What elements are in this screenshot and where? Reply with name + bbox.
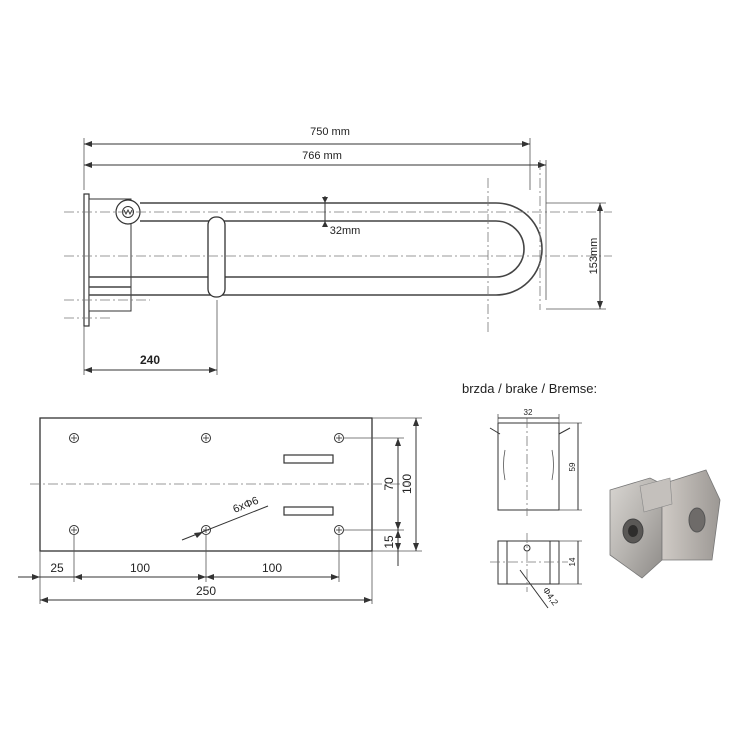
mounting-plate-view: 6xΦ6 25 100 100 250 70 100 [18,417,422,604]
dim-tube-label: 32mm [330,225,361,237]
tube-outer [89,202,543,296]
slot-top [283,454,334,464]
grip-handle [207,216,226,298]
brake-dim-14-label: 14 [568,557,577,566]
dim-100-left-label: 100 [130,561,150,575]
dim-100-right-label: 100 [262,561,282,575]
tube-inner [89,220,525,278]
wall-flange [83,193,90,327]
dim-70-label: 70 [382,477,396,491]
dim-height-label: 153mm [588,238,600,275]
slot-bottom [283,506,334,516]
brake-title: brzda / brake / Bremse: [462,381,597,396]
dim-766-label: 766 mm [302,150,342,162]
dim-15-label: 15 [382,535,396,549]
dim-250-label: 250 [196,584,216,598]
dim-25-label: 25 [50,561,64,575]
brake-front-view [497,422,560,511]
brake-dim-32-label: 32 [524,408,533,417]
brake-dim-59-label: 59 [568,462,577,471]
dim-240-label: 240 [140,353,160,367]
dim-100-height-label: 100 [400,474,414,494]
grab-bar-top-view: 750 mm 766 mm 32mm 153mm 240 [64,126,612,375]
brake-dim-phi-label: Φ4,2 [541,585,560,607]
brake-detail: brzda / brake / Bremse: 32 59 14 Φ4,2 [462,381,721,609]
dim-750-label: 750 mm [310,126,350,138]
brake-3d-render [609,469,721,579]
